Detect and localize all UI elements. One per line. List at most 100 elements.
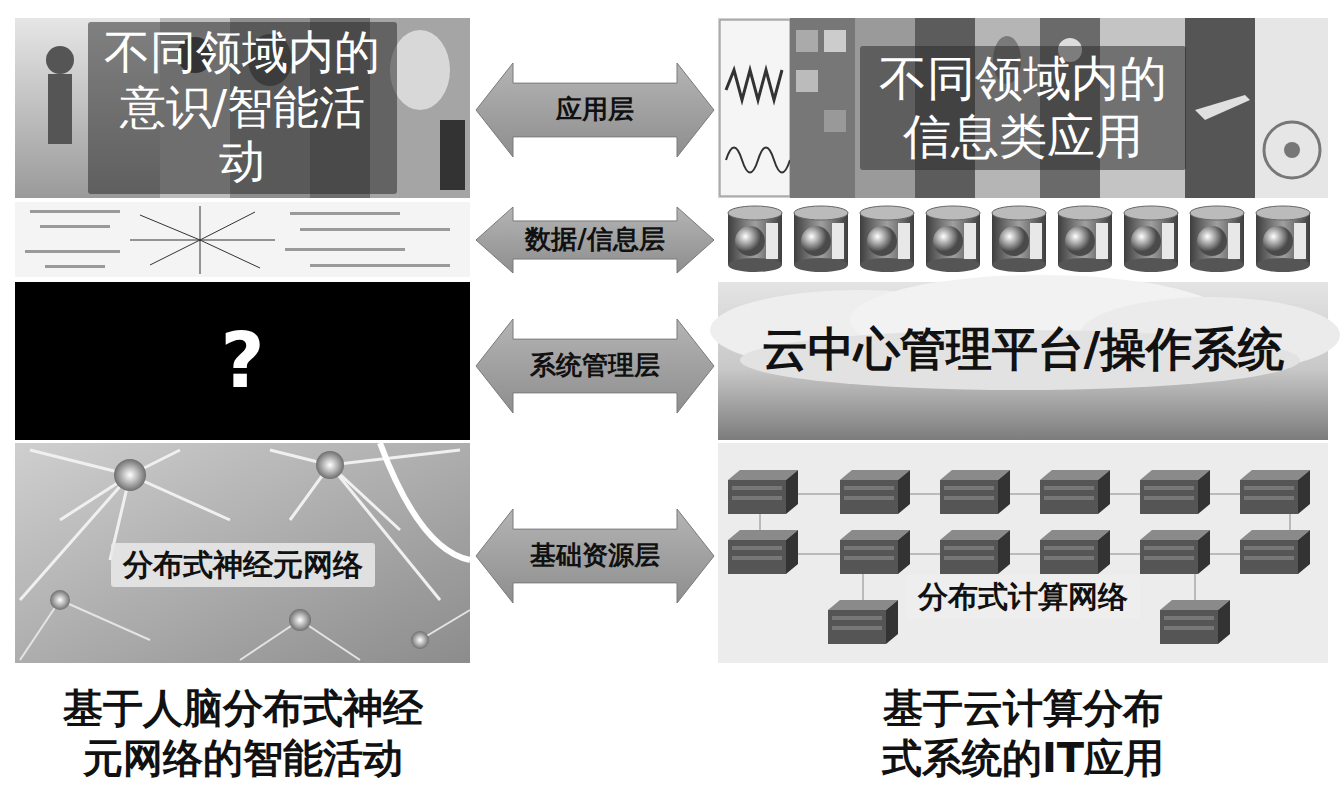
mind-map-picture-part	[290, 212, 400, 215]
mind-map-picture-part	[30, 210, 120, 213]
mind-map-picture-part	[15, 202, 470, 277]
server-network-part	[1040, 470, 1110, 514]
database-icons-part	[794, 206, 848, 272]
photo-collage-right-part	[718, 18, 1328, 198]
black-panel	[15, 282, 470, 440]
mind-map-picture-part	[200, 240, 275, 241]
photo-collage-left	[15, 18, 470, 198]
database-icons-part	[1256, 206, 1310, 272]
mind-map-picture-part	[150, 240, 200, 265]
photo-collage-right-part	[1264, 122, 1320, 178]
neuron-picture-part	[15, 443, 470, 663]
panel-title: ?	[220, 315, 264, 406]
neuron-picture	[15, 443, 470, 663]
database-icons-part	[1190, 206, 1244, 272]
double-arrow-outline	[476, 207, 714, 273]
database-icons-part	[992, 206, 1046, 272]
server-network-part	[828, 600, 898, 644]
server-network-part	[840, 530, 910, 574]
photo-collage-left-part	[390, 30, 450, 110]
neuron-picture-part	[114, 459, 146, 491]
photo-collage-left-part	[440, 120, 465, 190]
server-network-part	[760, 494, 1290, 495]
server-network-part	[840, 470, 910, 514]
server-network-part	[1160, 600, 1230, 644]
photo-collage-right-part	[720, 20, 790, 196]
double-arrow-outline	[476, 509, 714, 603]
photo-collage-left-part	[46, 46, 74, 74]
panel-title: 不同领域内的 信息类应用	[860, 46, 1186, 169]
server-network-part	[940, 470, 1010, 514]
server-network-part	[728, 530, 798, 574]
mind-map-picture-part	[200, 212, 255, 240]
mind-map-picture	[15, 202, 470, 277]
photo-collage-right-part	[1255, 18, 1328, 198]
panel-title: 分布式计算网络	[906, 575, 1140, 619]
mind-map-picture-part	[140, 215, 200, 240]
photo-collage-right-part	[726, 148, 790, 173]
photo-collage-left-part	[15, 18, 470, 198]
mind-map-picture-part	[200, 240, 260, 268]
layer-panel: 云中心管理平台/操作系统	[718, 282, 1328, 440]
server-network-part	[1240, 470, 1310, 514]
column-caption-box: 基于人脑分布式神经元网络的智能活动	[15, 683, 470, 783]
neuron-picture-part	[411, 631, 429, 649]
mind-map-picture-part	[285, 248, 405, 251]
panel-title: 云中心管理平台/操作系统	[762, 322, 1285, 377]
server-network-part	[728, 470, 798, 514]
neuron-picture-part	[50, 590, 70, 610]
server-network	[718, 443, 1328, 663]
database-icons	[728, 206, 1310, 272]
cloud-picture	[710, 275, 1340, 440]
layer-panel: 不同领域内的 信息类应用	[718, 18, 1328, 198]
photo-collage-right-part	[824, 110, 846, 132]
mind-map-picture-part	[25, 250, 120, 253]
mind-map-picture-part	[300, 228, 450, 231]
layer-label: 基础资源层	[530, 540, 660, 571]
layer-label: 系统管理层	[530, 350, 660, 381]
photo-collage-right	[718, 18, 1328, 198]
photo-collage-right-part	[824, 30, 846, 52]
mind-map-picture-part	[200, 206, 201, 240]
database-icons-part	[1124, 206, 1178, 272]
photo-collage-left-part	[48, 74, 72, 144]
neuron-picture-part	[380, 443, 470, 560]
column-caption: 基于云计算分布式系统的IT应用	[875, 683, 1171, 783]
layer-arrow: 系统管理层	[475, 318, 715, 414]
neuron-picture-part	[289, 609, 311, 631]
photo-collage-right-part	[796, 30, 818, 52]
server-network-part	[718, 443, 1328, 663]
double-arrow-outline	[476, 63, 714, 157]
layer-panel: 不同领域内的 意识/智能活动	[15, 18, 470, 198]
mind-map-picture-part	[200, 240, 201, 274]
server-network-part	[760, 554, 1290, 555]
database-icons-part	[728, 206, 782, 272]
mind-map-picture-part	[310, 264, 450, 267]
mind-map-picture-part	[45, 265, 105, 268]
server-network-part	[1040, 530, 1110, 574]
layer-panel: 分布式计算网络	[718, 443, 1328, 663]
layer-arrow: 数据/信息层	[475, 206, 715, 274]
photo-collage-right-part	[790, 18, 855, 198]
neuron-picture-part	[316, 451, 344, 479]
photo-collage-right-part	[1195, 95, 1250, 120]
database-icons-part	[926, 206, 980, 272]
layer-panel: 分布式神经元网络	[15, 443, 470, 663]
database-icons-part	[1058, 206, 1112, 272]
layer-arrow: 基础资源层	[475, 508, 715, 604]
panel-title: 不同领域内的 意识/智能活动	[88, 22, 397, 194]
column-caption-box: 基于云计算分布式系统的IT应用	[718, 683, 1328, 783]
server-network-part	[1140, 530, 1210, 574]
panel-title: 分布式神经元网络	[111, 543, 375, 587]
layer-panel: ?	[15, 282, 470, 440]
photo-collage-right-part	[1284, 142, 1300, 158]
layer-label: 数据/信息层	[525, 224, 665, 255]
server-network-part	[940, 530, 1010, 574]
mind-map-picture-part	[40, 225, 110, 228]
double-arrow-outline	[476, 319, 714, 413]
neuron-picture-part	[20, 600, 470, 660]
server-network-part	[1140, 470, 1210, 514]
layer-label: 应用层	[556, 94, 634, 125]
photo-collage-right-part	[796, 70, 818, 92]
server-network-part	[1240, 530, 1310, 574]
